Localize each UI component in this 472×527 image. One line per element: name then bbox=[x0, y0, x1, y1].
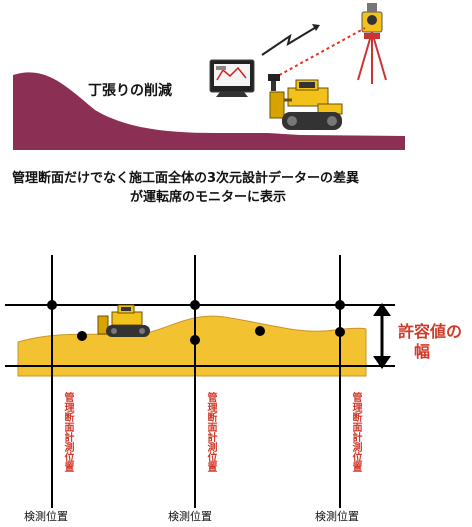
total-station-icon bbox=[357, 3, 387, 84]
prism-pole-icon bbox=[268, 74, 280, 91]
caption-line-2: が運転席のモニターに表示 bbox=[130, 190, 287, 205]
measurement-point bbox=[47, 300, 57, 310]
construction-fill-area bbox=[17, 315, 367, 377]
measurement-point bbox=[190, 335, 200, 345]
inspection-position-label-2: 検測位置 bbox=[166, 508, 214, 524]
cab-monitor-icon bbox=[209, 59, 255, 97]
wireless-signal-icon bbox=[261, 25, 319, 56]
tolerance-label-line-1: 許容値の bbox=[398, 322, 463, 341]
tolerance-arrow bbox=[373, 303, 391, 369]
terrain-slope bbox=[13, 72, 405, 150]
stake-reduction-label: 丁張りの削減 bbox=[88, 83, 172, 99]
inspection-position-label-1: 検測位置 bbox=[22, 508, 70, 524]
measurement-point bbox=[190, 300, 200, 310]
inspection-position-label-3: 検測位置 bbox=[313, 508, 361, 524]
caption-line-1: 管理断面だけでなく施工面全体の3次元設計データーの差異 bbox=[12, 171, 360, 186]
bulldozer-icon bbox=[269, 79, 343, 130]
laser-beam bbox=[273, 27, 366, 79]
measurement-point bbox=[335, 300, 345, 310]
tolerance-label-line-2: 幅 bbox=[414, 342, 431, 361]
bulldozer-small-icon bbox=[97, 304, 150, 337]
measurement-point bbox=[255, 326, 265, 336]
section-measure-label-3: 管理断面計測位置 bbox=[350, 392, 361, 472]
measurement-point bbox=[77, 331, 87, 341]
measurement-point bbox=[335, 327, 345, 337]
section-measure-label-2: 管理断面計測位置 bbox=[205, 392, 216, 472]
section-measure-label-1: 管理断面計測位置 bbox=[62, 392, 73, 472]
